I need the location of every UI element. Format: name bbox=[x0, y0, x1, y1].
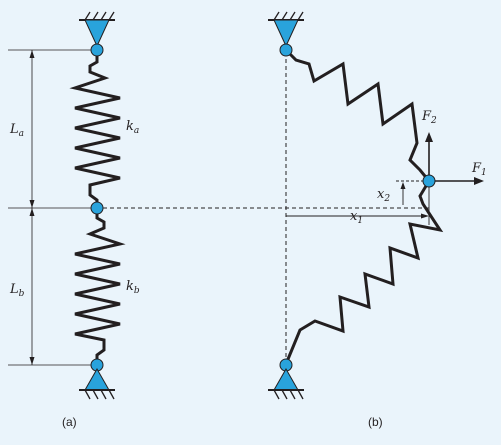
panel-a: La Lb ka kb bbox=[8, 11, 140, 400]
caption-a: (a) bbox=[62, 415, 77, 429]
label-kb: kb bbox=[126, 279, 140, 296]
spring-kb bbox=[74, 208, 126, 365]
ground-hatch-icon bbox=[84, 11, 115, 21]
dim-arrow-icon bbox=[29, 208, 35, 216]
label-x1: x1 bbox=[350, 209, 363, 226]
node-displaced bbox=[422, 174, 436, 188]
arrowhead-icon bbox=[421, 213, 429, 219]
fixed-support-icon bbox=[84, 367, 110, 391]
fixed-support-icon bbox=[84, 19, 110, 48]
label-Lb: Lb bbox=[9, 282, 25, 299]
arrowhead-icon bbox=[400, 182, 406, 189]
arrowhead-icon bbox=[474, 177, 484, 185]
dim-arrow-icon bbox=[29, 357, 35, 365]
ground-hatch-icon bbox=[84, 389, 115, 400]
ground-hatch-icon bbox=[273, 389, 304, 400]
node-top bbox=[279, 43, 293, 57]
label-F1: F1 bbox=[471, 161, 487, 178]
fixed-support-icon bbox=[273, 367, 299, 391]
fixed-support-icon bbox=[273, 19, 299, 48]
node-top bbox=[90, 43, 104, 57]
panel-b: F1 F2 x2 x1 bbox=[268, 11, 487, 400]
arrowhead-icon bbox=[425, 132, 433, 142]
dim-arrow-icon bbox=[29, 50, 35, 58]
ground-hatch-icon bbox=[273, 11, 304, 21]
label-ka: ka bbox=[126, 119, 139, 136]
spring-ka-stretched bbox=[284, 48, 431, 182]
node-middle bbox=[90, 201, 104, 215]
label-x2: x2 bbox=[377, 187, 390, 204]
caption-b: (b) bbox=[368, 415, 383, 429]
label-La: La bbox=[9, 122, 24, 139]
dim-arrow-icon bbox=[29, 200, 35, 208]
spring-ka bbox=[69, 50, 121, 208]
label-F2: F2 bbox=[421, 109, 437, 126]
